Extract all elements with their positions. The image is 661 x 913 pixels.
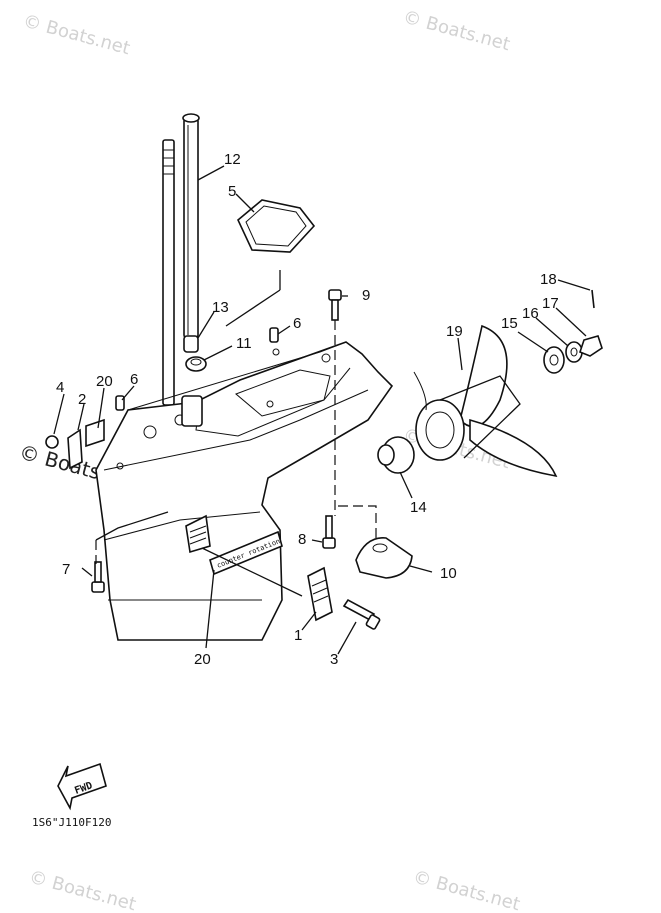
- propeller: [413, 324, 558, 478]
- callout-1: 1: [294, 627, 302, 644]
- callout-7: 7: [62, 561, 70, 578]
- callout-6-left: 6: [130, 371, 138, 388]
- bracket-and-nut: [45, 418, 105, 470]
- callout-14: 14: [410, 499, 427, 516]
- leader-lines: [53, 165, 591, 655]
- shift-rod: [162, 139, 175, 406]
- watermark-top-right: © Boats.net: [401, 7, 513, 56]
- gear-case-housing: [95, 341, 394, 641]
- callout-17: 17: [542, 295, 559, 312]
- callout-13: 13: [212, 299, 229, 316]
- callout-10: 9: [362, 287, 370, 304]
- prop-hardware: [543, 335, 603, 374]
- callout-2: 2: [78, 391, 86, 408]
- anode: [307, 566, 333, 622]
- callout-15: 15: [501, 315, 518, 332]
- bolts: [91, 289, 595, 630]
- anode-housing: [185, 514, 211, 554]
- callout-3: 3: [330, 651, 338, 668]
- callout-16: 16: [522, 305, 539, 322]
- callout-4: 4: [56, 379, 64, 396]
- callout-9: 10: [440, 565, 457, 582]
- callout-20-bottom: 20: [194, 651, 211, 668]
- callout-5: 5: [228, 183, 236, 200]
- callout-6-top: 6: [293, 315, 301, 332]
- callout-20-top: 20: [96, 373, 113, 390]
- callout-18: 18: [540, 271, 557, 288]
- thrust-washer: [377, 436, 415, 474]
- callout-11: 11: [236, 335, 252, 352]
- assembly-lines: [95, 320, 377, 564]
- callout-19: 19: [446, 323, 463, 340]
- bushings: [183, 335, 207, 372]
- drive-shaft: [182, 113, 200, 339]
- watermark-top-left: © Boats.net: [21, 11, 133, 60]
- diagram-code: 1S6"J110F120: [32, 816, 111, 829]
- watermark-bottom-left: © Boats.net: [27, 867, 139, 913]
- callout-8: 8: [298, 531, 306, 548]
- fwd-arrow: FWD: [57, 762, 107, 811]
- callout-numbers: 12 5 9 13 6 11 19 15 16 17 18 4 20 6 2 1…: [56, 151, 559, 668]
- watermark-bottom-right: © Boats.net: [411, 867, 523, 913]
- dowel-pins: [115, 327, 279, 411]
- trim-tab: [355, 537, 413, 579]
- callout-12: 12: [224, 151, 241, 168]
- gasket: [237, 199, 316, 253]
